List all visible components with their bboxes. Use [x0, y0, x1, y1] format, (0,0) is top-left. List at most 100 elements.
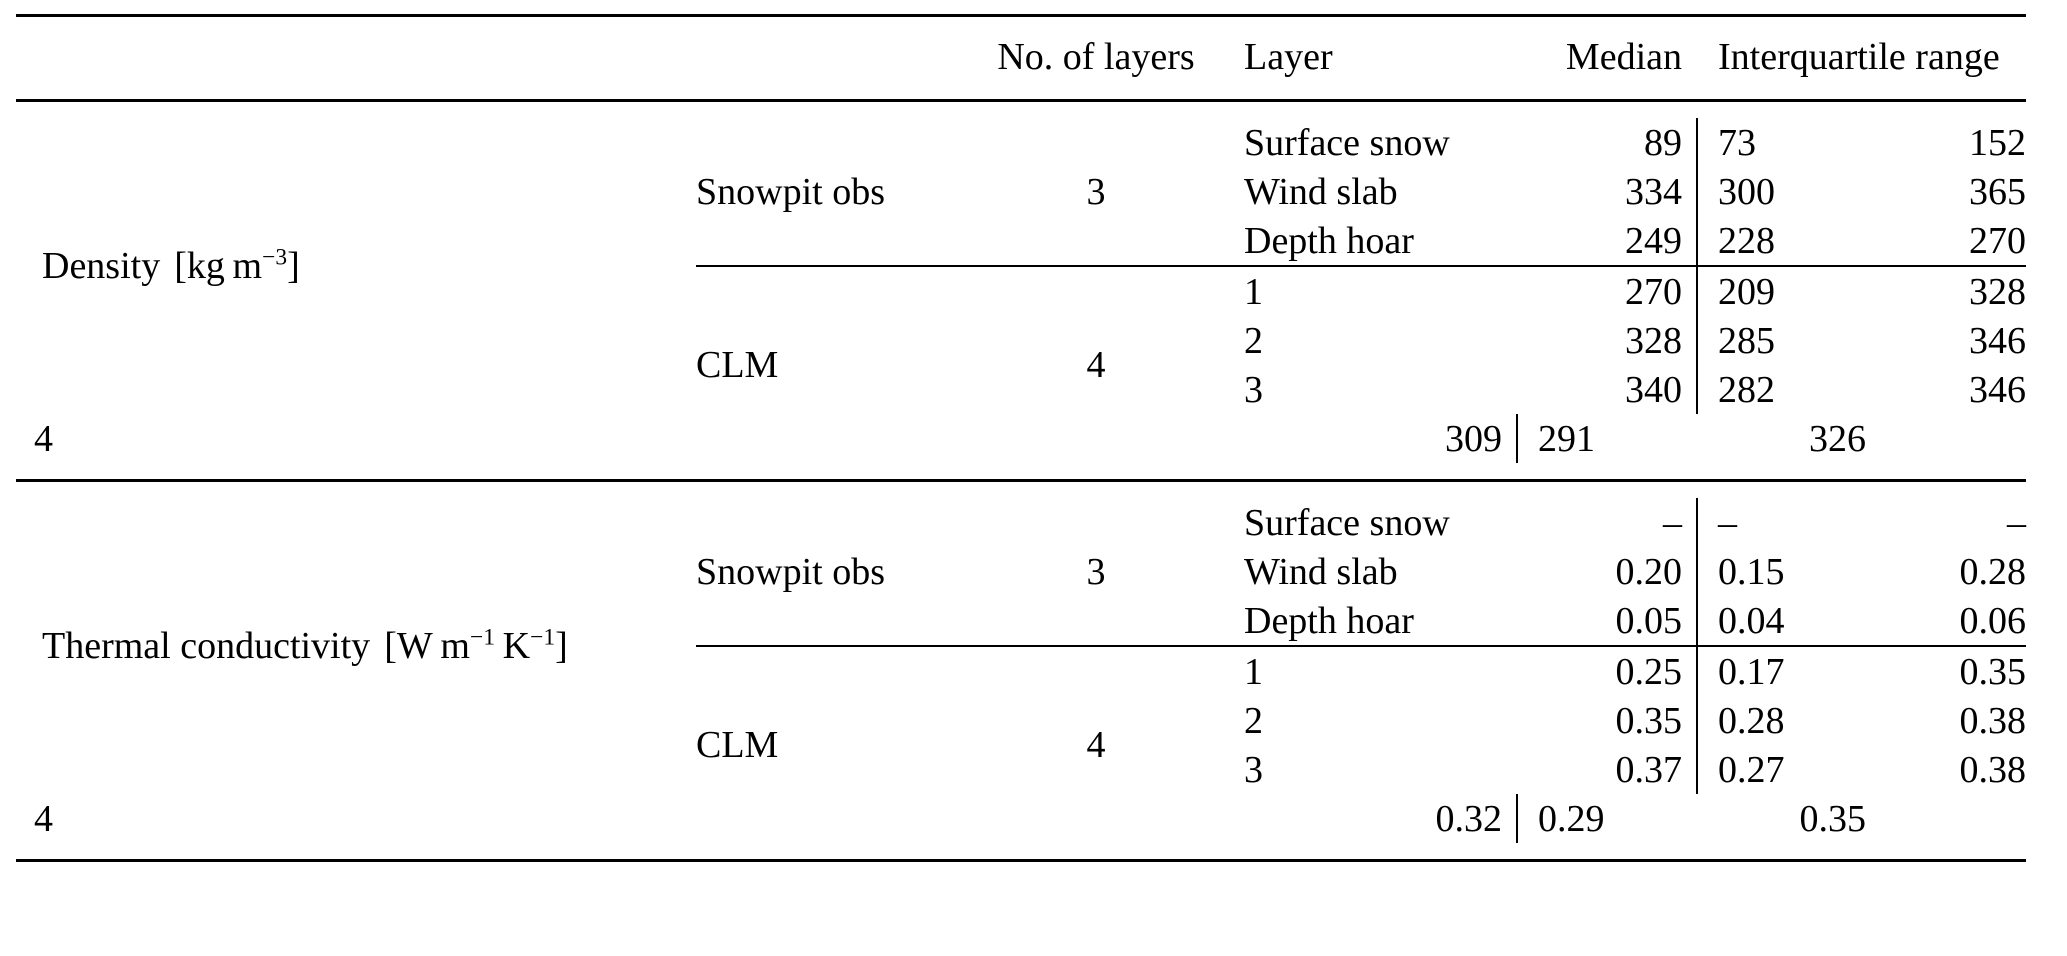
median-cell: 0.35 — [1615, 699, 1683, 742]
header-quantity — [16, 17, 696, 101]
table-row: Thermal conductivity [W m−1 K−1] Snowpit… — [16, 498, 2026, 667]
iqr-lower-value: 291 — [1538, 417, 1595, 460]
median-cell: 0.32 — [1435, 797, 1503, 840]
median-iqr-divider — [1696, 596, 1698, 645]
median-iqr-divider — [1696, 745, 1698, 794]
median-cell: 328 — [1625, 319, 1682, 362]
iqr-lower-cell: 0.15 — [1696, 547, 1866, 596]
iqr-lower-cell: 0.27 — [1696, 745, 1866, 794]
median-iqr-divider — [1516, 794, 1518, 843]
iqr-lower-cell: 209 — [1696, 267, 1866, 316]
table-row: Density [kg m−3] Snowpit obs 3 Surface s… — [16, 118, 2026, 287]
row-label-density: Density [kg m−3] — [16, 118, 696, 414]
quantity-unit-density: [kg m−3] — [174, 244, 300, 287]
table-row: 4 0.32 0.29 0.35 — [16, 794, 2026, 843]
iqr-lower-value: 209 — [1718, 270, 1775, 313]
source-label-clm-density: CLM — [696, 344, 779, 386]
iqr-upper-cell: – — [2007, 501, 2026, 544]
iqr-lower-value: 0.17 — [1718, 650, 1785, 693]
header-no-of-layers: No. of layers — [997, 36, 1195, 78]
table-row: 2 0.35 0.28 0.38 — [16, 696, 2026, 745]
layer-cell: 2 — [1244, 699, 1263, 742]
source-label-clm-tc: CLM — [696, 724, 779, 766]
iqr-upper-cell: 326 — [1809, 417, 1866, 460]
median-iqr-divider — [1696, 167, 1698, 216]
layer-cell: Surface snow — [1244, 501, 1450, 544]
table-top-rule — [16, 14, 2026, 18]
iqr-lower-cell: 0.04 — [1696, 596, 1866, 646]
header-interquartile-range-label: Interquartile range — [1718, 36, 2000, 78]
iqr-upper-cell: 346 — [1969, 319, 2026, 362]
median-iqr-divider — [1696, 118, 1698, 167]
median-cell: 334 — [1625, 170, 1682, 213]
header-interquartile-range: Interquartile range — [1696, 17, 2026, 101]
no-of-layers-snowpit-obs-tc: 3 — [1086, 550, 1106, 593]
layer-cell: 4 — [34, 797, 53, 840]
layer-cell: 2 — [1244, 319, 1263, 362]
iqr-lower-cell: 300 — [1696, 167, 1866, 216]
no-of-layers-clm-density: 4 — [1086, 344, 1106, 386]
iqr-lower-cell: 282 — [1696, 365, 1866, 414]
median-iqr-divider — [1696, 647, 1698, 696]
iqr-lower-value: 285 — [1718, 319, 1775, 362]
layer-cell: Depth hoar — [1244, 219, 1414, 262]
median-cell: 340 — [1625, 368, 1682, 411]
table-row: CLM 4 1 0.25 0.17 0.35 — [16, 647, 2026, 766]
iqr-upper-cell: 0.38 — [1959, 699, 2027, 742]
layer-cell: Depth hoar — [1244, 599, 1414, 642]
iqr-upper-cell: 346 — [1969, 368, 2026, 411]
layer-cell: 1 — [1244, 650, 1263, 693]
iqr-upper-cell: 0.35 — [1799, 797, 1867, 840]
table-row: 4 309 291 326 — [16, 414, 2026, 463]
median-cell: – — [1663, 501, 1682, 544]
layer-cell: 4 — [34, 417, 53, 460]
median-iqr-divider — [1696, 216, 1698, 265]
table-row: CLM 4 1 270 209 328 — [16, 267, 2026, 386]
median-iqr-divider — [1696, 267, 1698, 316]
layer-cell: 1 — [1244, 270, 1263, 313]
iqr-lower-value: 0.15 — [1718, 550, 1785, 593]
iqr-upper-cell: 152 — [1969, 121, 2026, 164]
iqr-lower-value: 0.04 — [1718, 599, 1785, 642]
iqr-lower-cell: 73 — [1696, 118, 1866, 167]
quantity-name-thermal-conductivity: Thermal conductivity — [42, 625, 371, 667]
iqr-upper-cell: 0.06 — [1959, 599, 2027, 642]
layer-cell: 3 — [1244, 368, 1263, 411]
section-tc-pad-bottom — [16, 843, 2026, 861]
statistics-table: No. of layers Layer Median Interquartile… — [16, 14, 2027, 863]
median-cell: 89 — [1644, 121, 1682, 164]
median-cell: 270 — [1625, 270, 1682, 313]
iqr-lower-value: 282 — [1718, 368, 1775, 411]
no-of-layers-snowpit-obs-density: 3 — [1086, 170, 1106, 213]
iqr-upper-cell: 0.38 — [1959, 748, 2027, 791]
section-divider-rule — [16, 479, 2026, 483]
layer-cell: 3 — [1244, 748, 1263, 791]
iqr-upper-cell: 270 — [1969, 219, 2026, 262]
median-cell: 0.25 — [1615, 650, 1683, 693]
iqr-upper-cell: 0.28 — [1959, 550, 2027, 593]
iqr-lower-value: 73 — [1718, 121, 1756, 164]
table-row: 3 0.37 0.27 0.38 — [16, 745, 2026, 794]
section-tc-pad-top — [16, 482, 2026, 498]
table-header-row: No. of layers Layer Median Interquartile… — [16, 17, 2026, 101]
section-density-pad-top — [16, 102, 2026, 118]
source-label-snowpit-obs-tc: Snowpit obs — [696, 550, 885, 593]
median-iqr-divider — [1516, 414, 1518, 463]
table-row: Depth hoar 0.05 0.04 0.06 — [16, 596, 2026, 646]
median-iqr-divider — [1696, 696, 1698, 745]
median-cell: 0.37 — [1615, 748, 1683, 791]
iqr-lower-cell: 0.17 — [1696, 647, 1866, 696]
iqr-lower-cell: – — [1696, 498, 1866, 547]
row-label-thermal-conductivity: Thermal conductivity [W m−1 K−1] — [16, 498, 696, 794]
iqr-lower-cell: 228 — [1696, 216, 1866, 266]
iqr-lower-cell: 0.29 — [1516, 794, 1696, 843]
iqr-lower-value: 228 — [1718, 219, 1775, 262]
iqr-upper-cell: 328 — [1969, 270, 2026, 313]
source-label-snowpit-obs-density: Snowpit obs — [696, 170, 885, 213]
quantity-unit-thermal-conductivity: [W m−1 K−1] — [384, 624, 568, 667]
layer-cell: Wind slab — [1244, 170, 1398, 213]
iqr-lower-cell: 291 — [1516, 414, 1696, 463]
iqr-lower-value: – — [1718, 501, 1737, 544]
header-median: Median — [1565, 36, 1682, 78]
table-row: Wind slab 334 300 365 — [16, 167, 2026, 216]
